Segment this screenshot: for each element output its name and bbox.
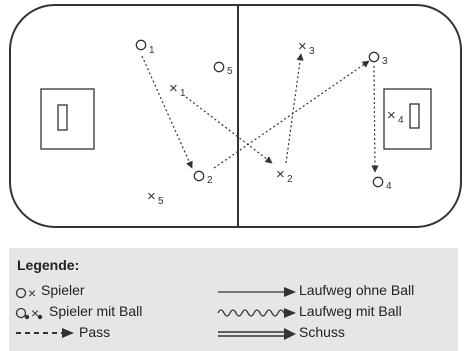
player-o2: 2 [193, 170, 213, 186]
legend-spieler: Spieler [41, 282, 85, 298]
right-goal-crease [383, 88, 432, 150]
legend-box: Legende: × Spieler × Spieler mit Ball Pa… [9, 248, 458, 351]
legend-schuss: Schuss [299, 324, 345, 340]
legend-pass: Pass [79, 324, 111, 340]
svg-text:×: × [147, 188, 156, 205]
svg-text:4: 4 [398, 115, 404, 126]
player-x5: × 5 [147, 188, 164, 207]
run-path-x2 [285, 53, 304, 164]
rink-boundary [9, 4, 462, 228]
legend-title: Legende: [17, 257, 80, 273]
svg-text:2: 2 [287, 174, 293, 185]
legend-spieler-mit-ball: Spieler mit Ball [49, 303, 143, 319]
svg-text:×: × [298, 38, 307, 55]
player-x3: × 3 [298, 38, 315, 57]
svg-text:3: 3 [309, 46, 315, 57]
svg-text:4: 4 [386, 181, 392, 192]
svg-text:5: 5 [158, 196, 164, 207]
right-goal [409, 103, 420, 129]
svg-text:1: 1 [149, 45, 155, 56]
player-o3: 3 [368, 51, 388, 67]
player-x1: × 1 [169, 80, 186, 99]
player-o5: 5 [213, 61, 233, 77]
player-o1: 1 [135, 39, 155, 56]
player-x2: × 2 [276, 166, 293, 185]
pass-line-icon [16, 328, 74, 338]
run-path-x1 [185, 96, 273, 164]
svg-text:×: × [169, 80, 178, 97]
svg-text:5: 5 [227, 66, 233, 77]
player-o4: 4 [372, 176, 392, 192]
run-without-ball-icon [218, 287, 296, 297]
svg-text:3: 3 [382, 56, 388, 67]
run-with-ball-icon [217, 308, 296, 318]
svg-text:2: 2 [207, 175, 213, 186]
player-with-ball-icon: × [15, 305, 43, 321]
player-symbols-icon: × [15, 285, 36, 301]
shot-icon [218, 328, 296, 340]
svg-text:1: 1 [180, 88, 186, 99]
left-goal [57, 104, 68, 131]
legend-laufweg-ohne-ball: Laufweg ohne Ball [299, 282, 415, 298]
svg-text:×: × [28, 285, 36, 301]
legend-laufweg-mit-ball: Laufweg mit Ball [299, 303, 402, 319]
player-x4: × 4 [387, 107, 404, 126]
hockey-rink-diagram: 1 2 3 4 5 × 1 × 2 × 3 × [9, 4, 462, 228]
svg-text:×: × [387, 107, 396, 124]
svg-text:×: × [31, 305, 39, 321]
left-goal-crease [40, 88, 95, 150]
svg-text:×: × [276, 166, 285, 183]
